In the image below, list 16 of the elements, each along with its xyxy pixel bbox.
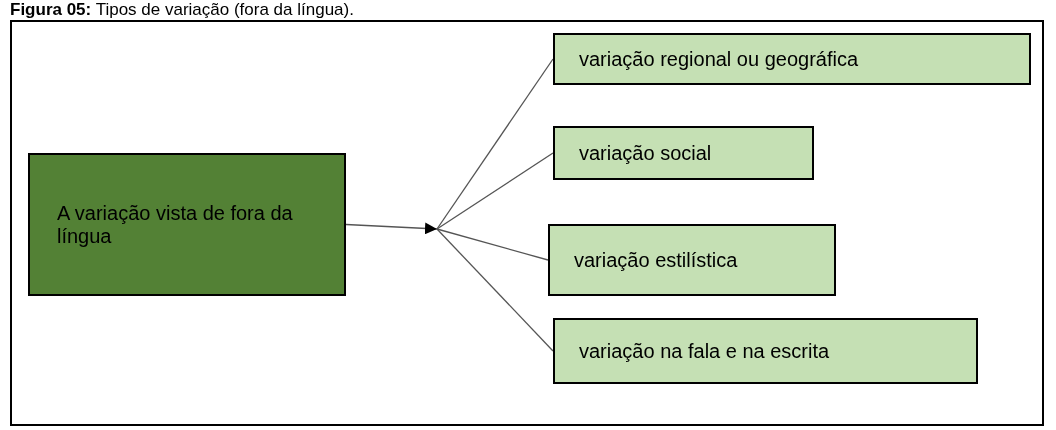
box-text: variação regional ou geográfica [579, 47, 859, 71]
variation-type-box [553, 318, 978, 384]
connector-line [436, 58, 554, 230]
variation-type-box [548, 224, 836, 296]
box-text: variação na fala e na escrita [579, 339, 830, 363]
box-text: A variação vista de fora da língua [57, 201, 294, 248]
figure-title: Figura 05: Tipos de variação (fora da língua). [10, 0, 354, 19]
variation-type-box [553, 126, 814, 180]
connector-line [436, 228, 549, 261]
main-concept-box [28, 153, 346, 296]
arrow [345, 222, 438, 235]
connector-line [436, 152, 554, 230]
variation-type-box [553, 33, 1031, 85]
box-text: variação estilística [574, 248, 738, 272]
box-text: variação social [579, 141, 712, 165]
connector-line [436, 228, 554, 352]
